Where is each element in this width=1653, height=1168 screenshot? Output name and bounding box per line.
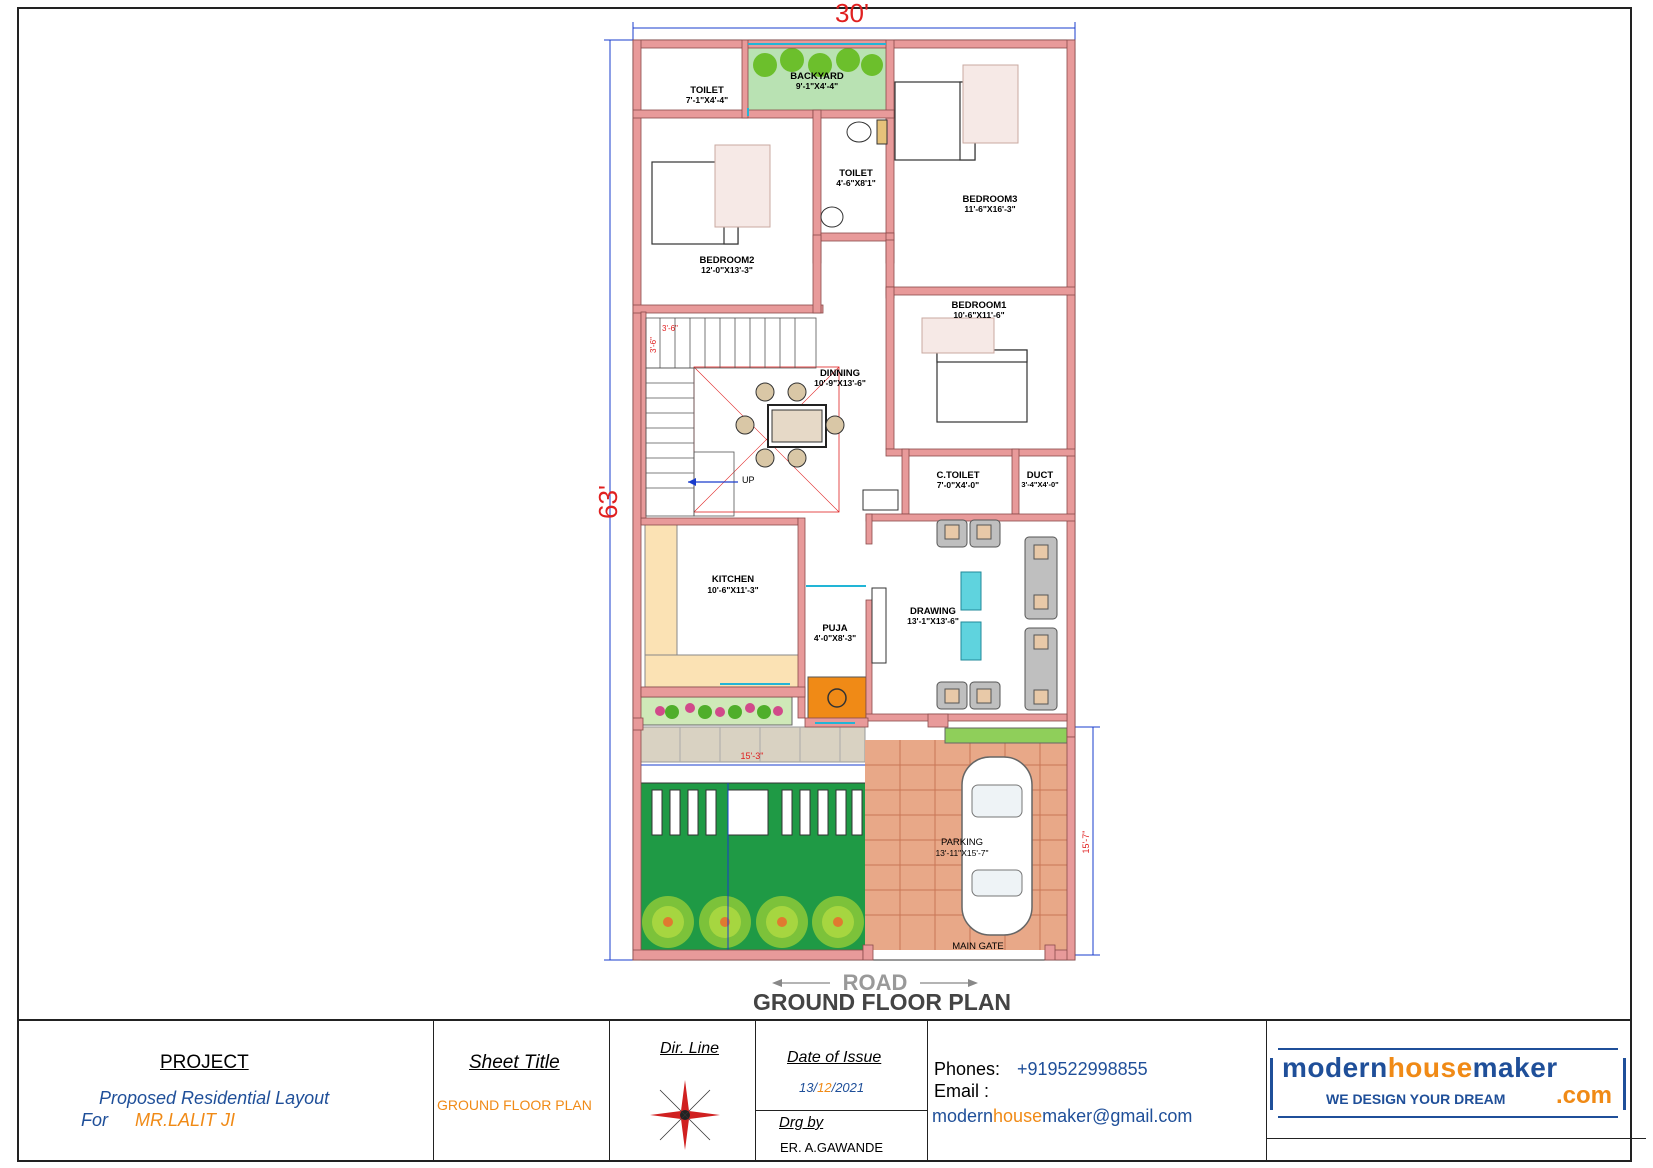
- date-month: 12: [817, 1080, 832, 1095]
- drawing-sheet: [17, 7, 1632, 1162]
- date-day: 13: [799, 1080, 814, 1095]
- logo-tagline: WE DESIGN YOUR DREAM: [1326, 1091, 1506, 1107]
- kitchen-counter-b: [644, 654, 801, 688]
- dir-line-heading: Dir. Line: [660, 1040, 719, 1057]
- email-suffix: maker@gmail.com: [1042, 1106, 1193, 1126]
- room-duct-name: DUCT: [1027, 470, 1054, 481]
- room-drawing-size: 13'-1"X13'-6": [907, 616, 959, 626]
- staircase: [645, 317, 817, 517]
- parking-planter: [944, 727, 1068, 744]
- puja-altar: [807, 676, 867, 720]
- shrubs: [642, 896, 864, 948]
- walls: [632, 39, 1076, 961]
- dining-table-icon: [735, 382, 845, 468]
- lawn-stepping-stones: [651, 789, 863, 836]
- overall-width-label: 30': [835, 0, 869, 28]
- logo-part1: modern: [1282, 1052, 1388, 1083]
- room-parking-size: 13'-11"X15'-7": [935, 848, 988, 858]
- room-parking-name: PARKING: [941, 837, 983, 848]
- drg-by-value: ER. A.GAWANDE: [780, 1140, 884, 1155]
- overall-height-dimension: [604, 39, 636, 961]
- room-toilet-2-size: 4'-6"X8'1": [836, 178, 876, 188]
- room-toilet-1-size: 7'-1"X4'-4": [686, 95, 728, 105]
- room-bedroom1-size: 10'-6"X11'-6": [953, 310, 1004, 320]
- room-drawing-name: DRAWING: [910, 606, 956, 617]
- email-highlight: house: [993, 1106, 1043, 1126]
- tb-divider-3: [755, 1019, 756, 1162]
- room-bedroom3-name: BEDROOM3: [963, 194, 1018, 205]
- room-ctoilet-size: 7'-0"X4'-0": [937, 480, 979, 490]
- backyard-plants: [753, 48, 883, 77]
- front-paving: [639, 726, 866, 763]
- road-label: ROAD: [843, 970, 908, 995]
- plan-title: GROUND FLOOR PLAN: [753, 989, 1011, 1015]
- client-name: MR.LALIT JI: [135, 1110, 236, 1130]
- logo-part2: house: [1387, 1052, 1473, 1083]
- logo-part3: maker: [1472, 1052, 1558, 1083]
- windows: [720, 43, 886, 724]
- room-bedroom1-name: BEDROOM1: [952, 300, 1008, 311]
- drg-by-heading: Drg by: [779, 1114, 824, 1131]
- room-bedroom3-size: 11'-6"X16'-3": [964, 204, 1015, 214]
- tb-divider-date: [755, 1110, 927, 1111]
- tb-divider-1: [433, 1019, 434, 1162]
- room-puja-name: PUJA: [822, 623, 847, 634]
- project-name: Proposed Residential Layout: [99, 1088, 330, 1108]
- phones-label: Phones:: [934, 1059, 1001, 1079]
- logo-bar-right: [1623, 1058, 1626, 1110]
- for-label: For: [81, 1110, 108, 1130]
- room-backyard-size: 9'-1"X4'-4": [796, 81, 838, 91]
- room-ctoilet-name: C.TOILET: [936, 470, 979, 481]
- logo-rule-top: [1278, 1048, 1618, 1050]
- date-year: 2021: [835, 1080, 865, 1095]
- tb-divider-2: [609, 1019, 610, 1162]
- coffee-table-icon: [960, 571, 982, 661]
- tb-divider-4: [927, 1019, 928, 1162]
- room-toilet-1-name: TOILET: [690, 85, 724, 96]
- sheet-title-heading: Sheet Title: [469, 1052, 560, 1073]
- rug-icon: [714, 64, 1019, 354]
- email-prefix: modern: [932, 1106, 994, 1126]
- main-gate-label: MAIN GATE: [952, 941, 1004, 952]
- cushions: [944, 524, 1049, 705]
- front-dim-label: 15'-3": [741, 751, 764, 761]
- tb-divider-5: [1266, 1019, 1267, 1162]
- room-dinning-size: 10'-9"X13'-6": [814, 378, 866, 388]
- logo-tld: .com: [1556, 1082, 1613, 1109]
- room-kitchen-size: 10'-6"X11'-3": [707, 585, 758, 595]
- room-backyard-name: BACKYARD: [790, 71, 844, 82]
- parking-dim-label: 15'-7": [1081, 831, 1091, 854]
- email-label: Email :: [934, 1081, 990, 1101]
- date-value: 13/12/2021: [799, 1080, 865, 1095]
- project-heading: PROJECT: [160, 1052, 249, 1073]
- toilet-fixtures: [820, 119, 899, 511]
- compass-icon: [650, 1080, 720, 1150]
- overall-width-dimension: [632, 22, 1076, 42]
- logo-wordmark: modernhousemaker: [1282, 1052, 1558, 1084]
- email-value[interactable]: modernhousemaker@gmail.com: [932, 1106, 1192, 1127]
- logo-bar-left: [1270, 1058, 1273, 1110]
- room-toilet-2-name: TOILET: [839, 168, 873, 179]
- title-block-top-border: [17, 1019, 1632, 1021]
- date-heading: Date of Issue: [787, 1049, 882, 1066]
- brand-logo: modernhousemaker WE DESIGN YOUR DREAM .c…: [1268, 1046, 1630, 1122]
- tb-divider-logo: [1266, 1138, 1646, 1139]
- stair-dim-b: 3'-6": [649, 337, 658, 353]
- room-bedroom2-name: BEDROOM2: [700, 255, 755, 266]
- stair-dim-a: 3'-6": [662, 324, 678, 333]
- room-duct-size: 3'-4"X4'-0": [1021, 480, 1059, 489]
- sheet-title-value: GROUND FLOOR PLAN: [437, 1097, 592, 1113]
- up-label: UP: [742, 475, 755, 485]
- room-puja-size: 4'-0"X8'-3": [814, 633, 856, 643]
- parking-dim: [1075, 726, 1100, 956]
- logo-rule-bottom: [1278, 1116, 1618, 1118]
- tv-unit: [871, 587, 887, 664]
- room-dinning-name: DINNING: [820, 368, 860, 379]
- overall-height-label: 63': [593, 485, 623, 519]
- room-bedroom2-size: 12'-0"X13'-3": [701, 265, 753, 275]
- phone-value[interactable]: +919522998855: [1017, 1059, 1148, 1079]
- car-icon: [961, 756, 1033, 936]
- room-kitchen-name: KITCHEN: [712, 574, 754, 585]
